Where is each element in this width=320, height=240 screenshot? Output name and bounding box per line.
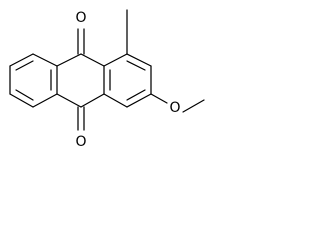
bond xyxy=(126,53,152,67)
double-bond-inner xyxy=(126,60,146,71)
bond xyxy=(80,53,105,67)
bond xyxy=(9,53,34,67)
bond xyxy=(126,93,152,108)
right-ring xyxy=(103,53,152,108)
bond xyxy=(32,93,58,108)
double-bond-inner xyxy=(15,60,34,71)
substituent-bonds xyxy=(126,9,205,113)
left-ring xyxy=(9,53,58,108)
carbonyl-oxygen-top-label: O xyxy=(75,10,86,26)
methoxy-methyl-bond xyxy=(182,99,205,113)
double-bond-inner xyxy=(15,89,34,101)
molecule-structure: O O O xyxy=(9,9,205,150)
bond xyxy=(9,93,34,108)
bond xyxy=(103,53,128,67)
bond xyxy=(32,53,58,67)
methoxy-oxygen-label: O xyxy=(169,100,180,116)
bond xyxy=(56,53,82,67)
bond xyxy=(103,93,128,108)
center-ring xyxy=(56,53,105,108)
bond xyxy=(80,93,105,108)
methoxy-bond xyxy=(150,93,168,104)
double-bond-inner xyxy=(126,89,146,101)
bond xyxy=(56,93,82,108)
carbonyl-bonds xyxy=(77,28,85,131)
carbonyl-oxygen-bottom-label: O xyxy=(75,134,86,150)
